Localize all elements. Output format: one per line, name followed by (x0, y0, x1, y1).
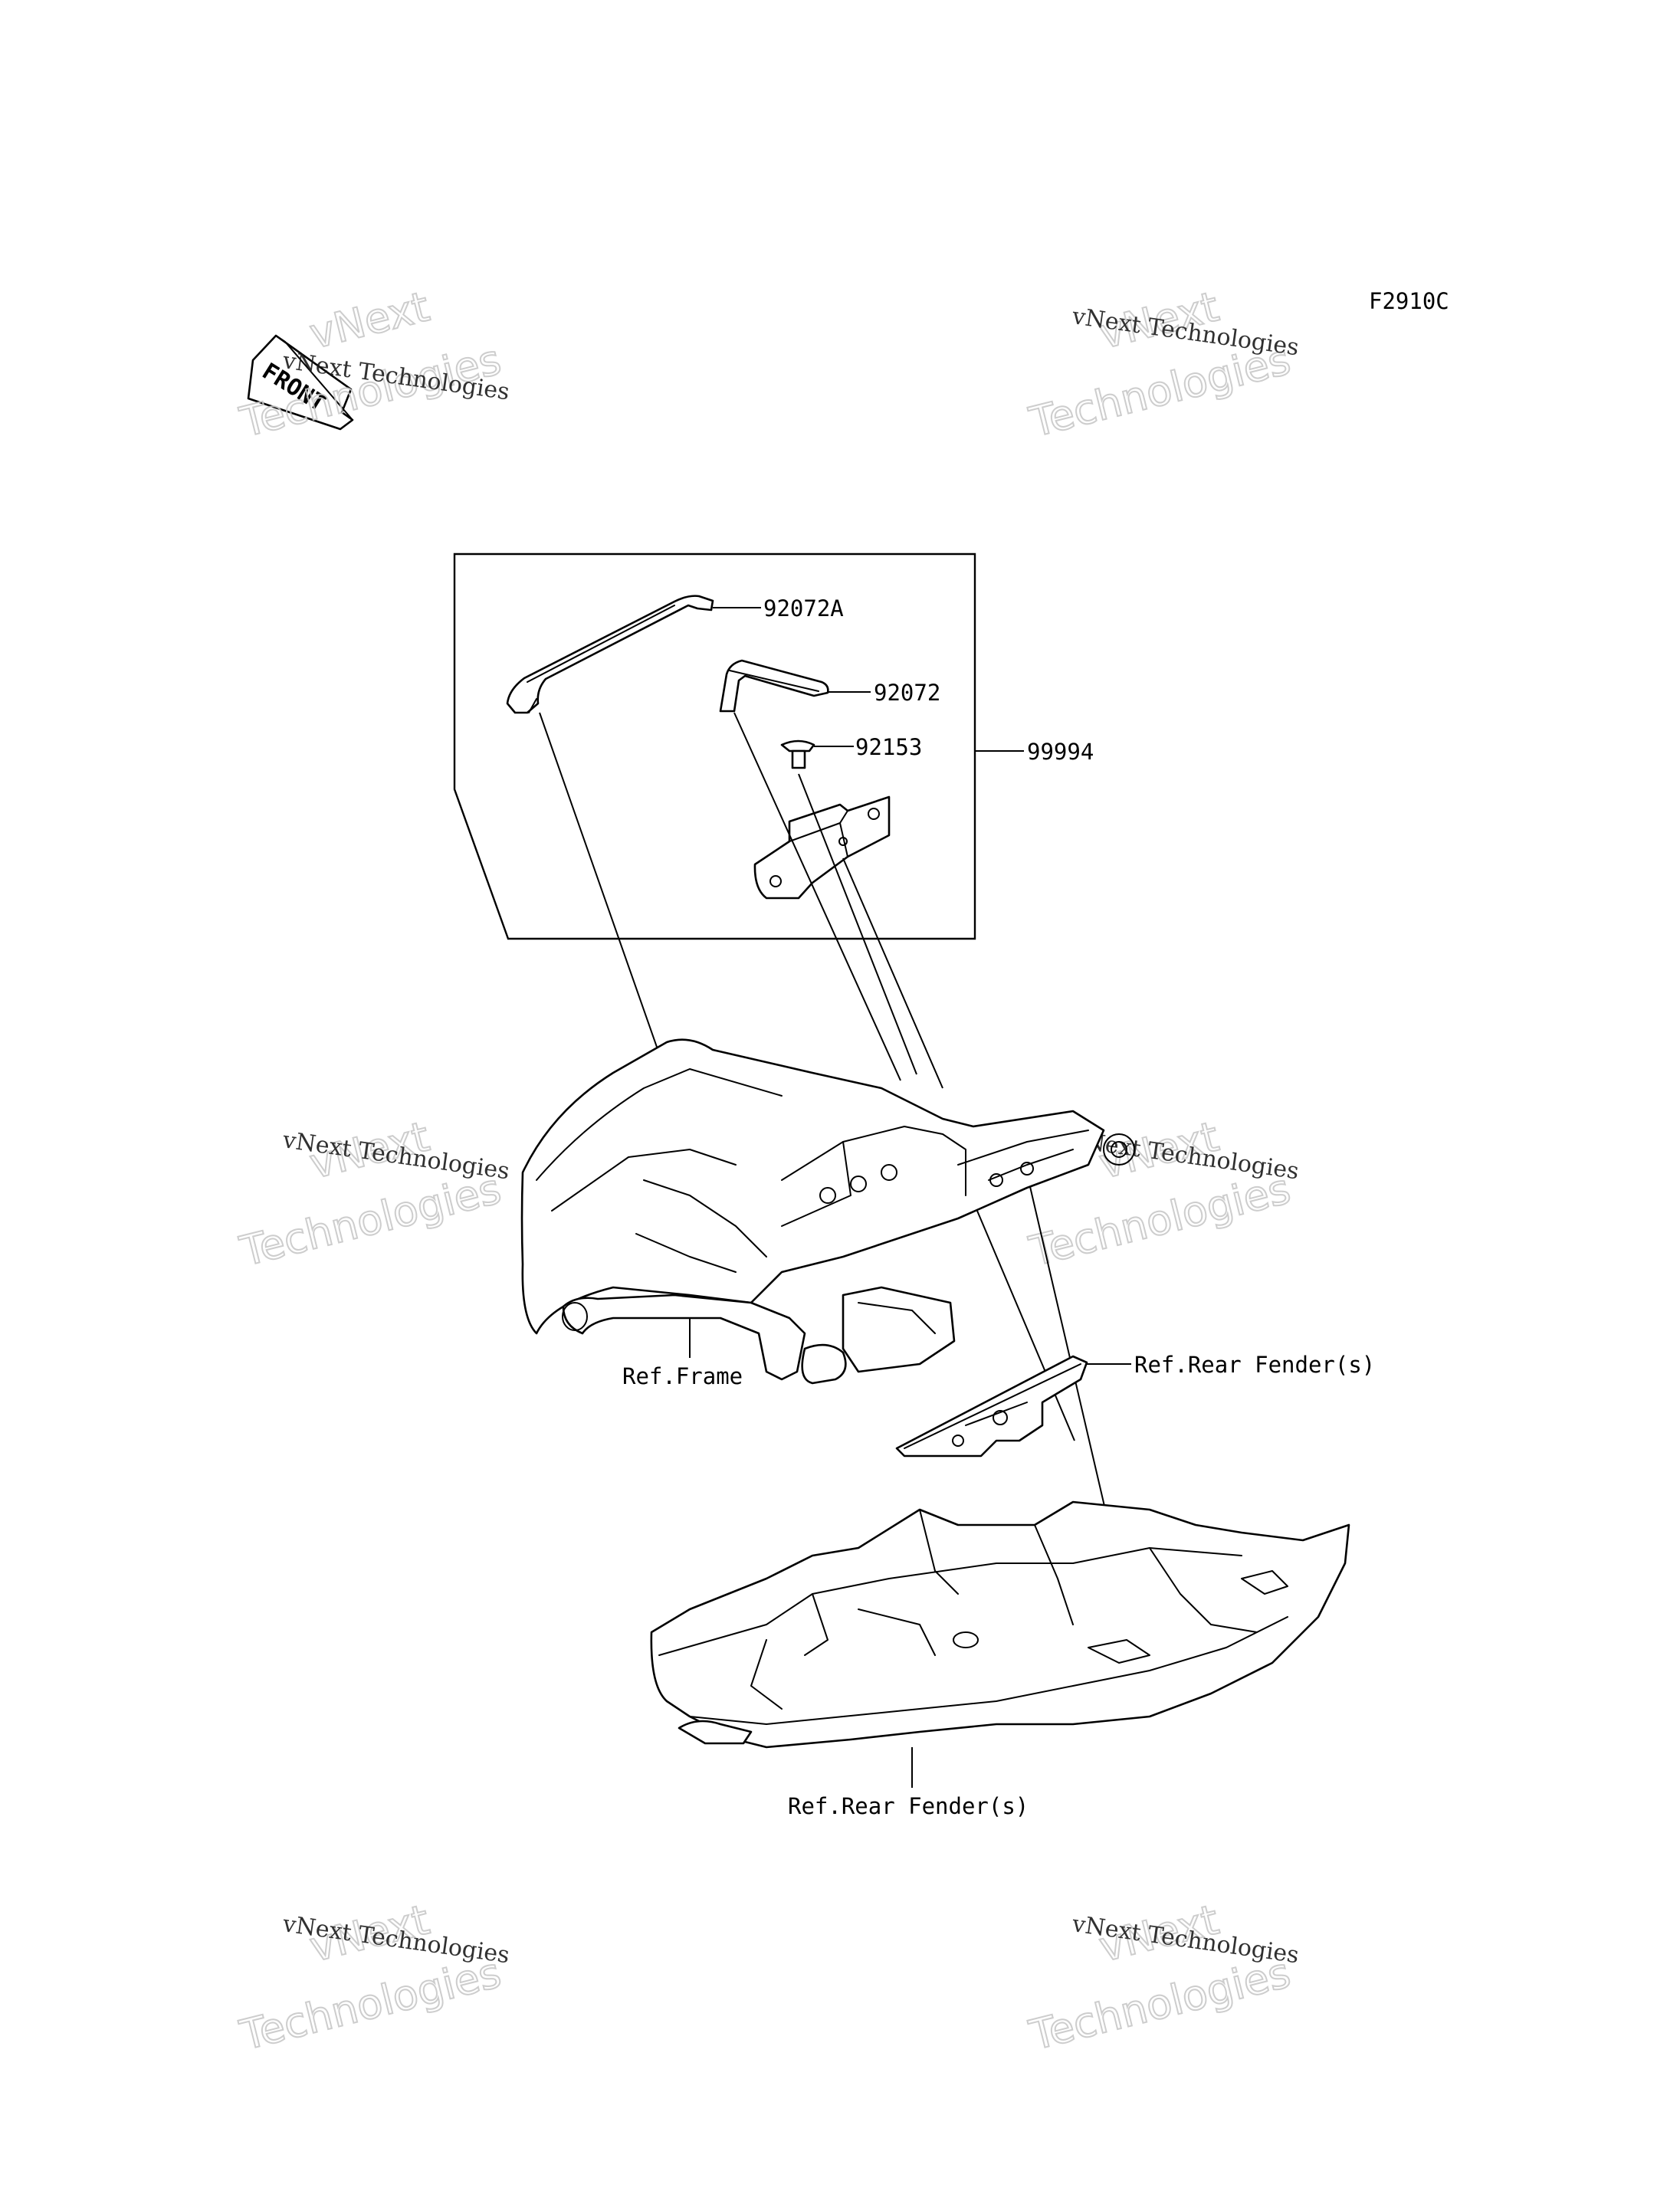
guide-line-3 (798, 773, 917, 1075)
label-92072: 92072 (874, 680, 940, 706)
watermark-bottom-left: vNext Technologies vNext Technologies (235, 1894, 511, 2061)
guide-line-2 (733, 712, 901, 1081)
bracket-92072 (719, 659, 829, 713)
bolt-92153 (780, 739, 815, 769)
svg-text:Technologies: Technologies (235, 1165, 506, 1276)
svg-text:Technologies: Technologies (1025, 1165, 1295, 1276)
frame-assembly (520, 1038, 1135, 1385)
label-92072a: 92072A (763, 595, 844, 621)
guide-line-4 (842, 857, 943, 1089)
watermark-middle-left: vNext Technologies vNext Technologies (235, 1111, 511, 1277)
watermark-bottom-right: vNext Technologies vNext Technologies (1024, 1894, 1301, 2061)
label-ref-rear-fender-bracket: Ref.Rear Fender(s) (1134, 1352, 1375, 1378)
label-99994: 99994 (1027, 739, 1094, 765)
watermark-top-right: vNext Technologies vNext Technologies (1024, 281, 1301, 448)
label-ref-frame: Ref.Frame (622, 1363, 743, 1389)
svg-text:vNext: vNext (305, 282, 434, 358)
label-92153: 92153 (855, 734, 922, 760)
label-ref-rear-fender: Ref.Rear Fender(s) (788, 1793, 1029, 1819)
rear-fender-bracket (895, 1355, 1088, 1458)
svg-text:Technologies: Technologies (235, 1949, 506, 2060)
mount-plate (753, 795, 891, 900)
rear-fender (650, 1500, 1350, 1749)
strap-92072a (506, 595, 714, 714)
diagram-code: F2910C (1369, 288, 1449, 314)
kit-box-outline (453, 553, 976, 940)
guide-line-5 (976, 1210, 1075, 1441)
svg-text:Technologies: Technologies (1025, 1949, 1295, 2060)
